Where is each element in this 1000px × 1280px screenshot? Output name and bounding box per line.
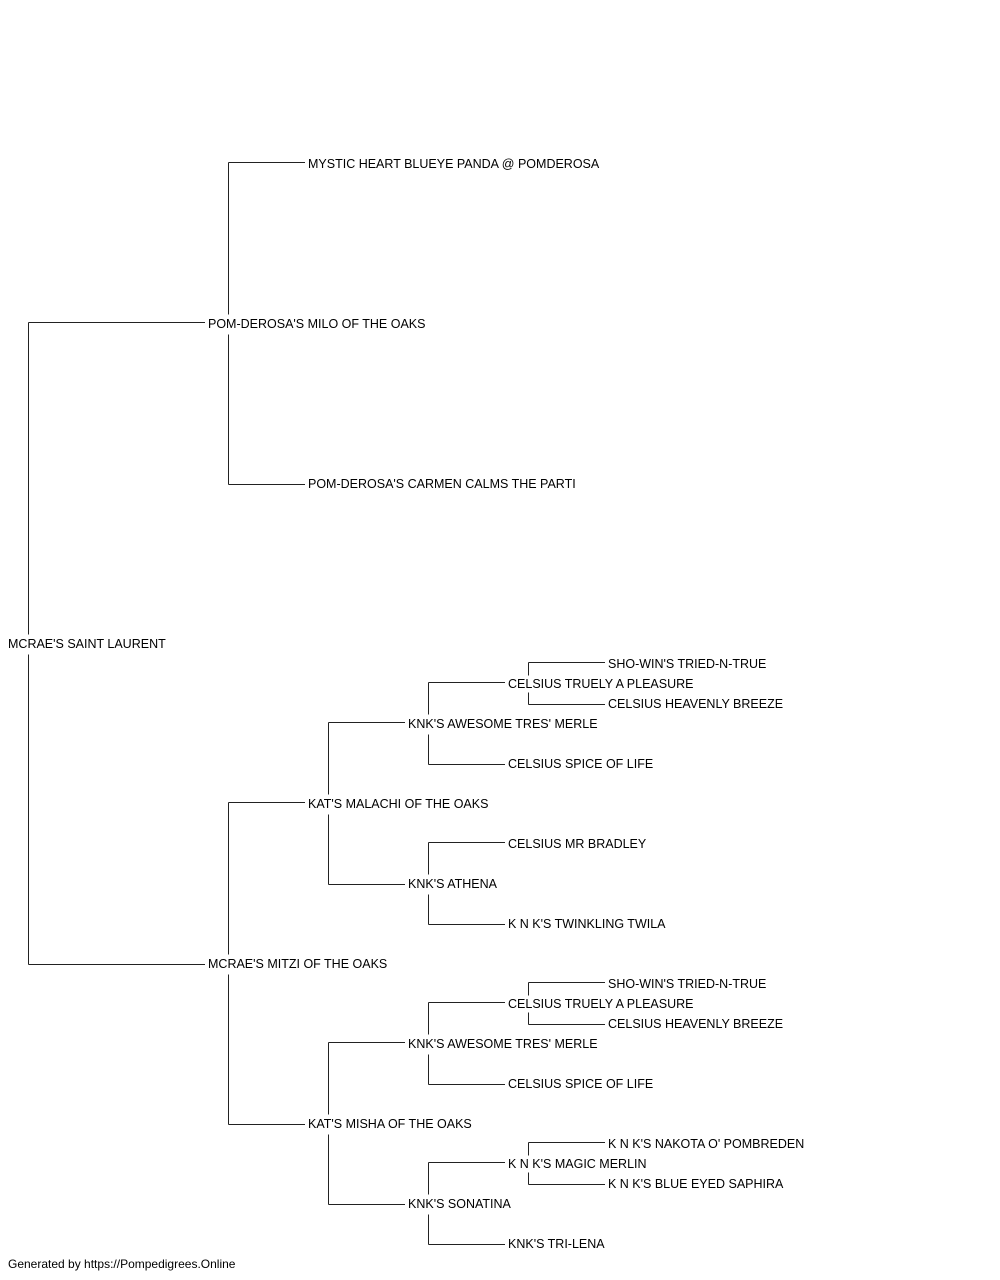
subject-name: MCRAE'S SAINT LAURENT [8,637,166,651]
dam-dam-sire-dam-name: CELSIUS SPICE OF LIFE [508,1077,653,1091]
dam-dam-sire-sire-name: CELSIUS TRUELY A PLEASURE [508,997,694,1011]
dam-dam-dam-sire-dam-name: K N K'S BLUE EYED SAPHIRA [608,1177,784,1191]
dam-dam-sire-name: KNK'S AWESOME TRES' MERLE [408,1037,598,1051]
dam-sire-sire-sire-name: CELSIUS TRUELY A PLEASURE [508,677,694,691]
dam-dam-sire-sire-dam-name: CELSIUS HEAVENLY BREEZE [608,1017,783,1031]
dam-sire-dam-name: KNK'S ATHENA [408,877,498,891]
dam-sire-sire-name: KNK'S AWESOME TRES' MERLE [408,717,598,731]
pedigree-names: MCRAE'S SAINT LAURENT POM-DEROSA'S MILO … [8,157,804,1251]
sire-dam-name: POM-DEROSA'S CARMEN CALMS THE PARTI [308,477,576,491]
dam-dam-dam-sire-name: K N K'S MAGIC MERLIN [508,1157,647,1171]
dam-name: MCRAE'S MITZI OF THE OAKS [208,957,387,971]
footer-credit: Generated by https://Pompedigrees.Online [8,1257,236,1271]
dam-dam-dam-name: KNK'S SONATINA [408,1197,512,1211]
connector-lines [28,162,605,1245]
dam-sire-sire-sire-dam-name: CELSIUS HEAVENLY BREEZE [608,697,783,711]
dam-dam-dam-dam-name: KNK'S TRI-LENA [508,1237,605,1251]
sire-name: POM-DEROSA'S MILO OF THE OAKS [208,317,425,331]
dam-sire-sire-dam-name: CELSIUS SPICE OF LIFE [508,757,653,771]
dam-sire-dam-sire-name: CELSIUS MR BRADLEY [508,837,647,851]
dam-sire-dam-dam-name: K N K'S TWINKLING TWILA [508,917,666,931]
sire-sire-name: MYSTIC HEART BLUEYE PANDA @ POMDEROSA [308,157,600,171]
dam-dam-dam-sire-sire-name: K N K'S NAKOTA O' POMBREDEN [608,1137,804,1151]
dam-sire-name: KAT'S MALACHI OF THE OAKS [308,797,488,811]
dam-sire-sire-sire-sire-name: SHO-WIN'S TRIED-N-TRUE [608,657,766,671]
dam-dam-sire-sire-sire-name: SHO-WIN'S TRIED-N-TRUE [608,977,766,991]
dam-dam-name: KAT'S MISHA OF THE OAKS [308,1117,472,1131]
